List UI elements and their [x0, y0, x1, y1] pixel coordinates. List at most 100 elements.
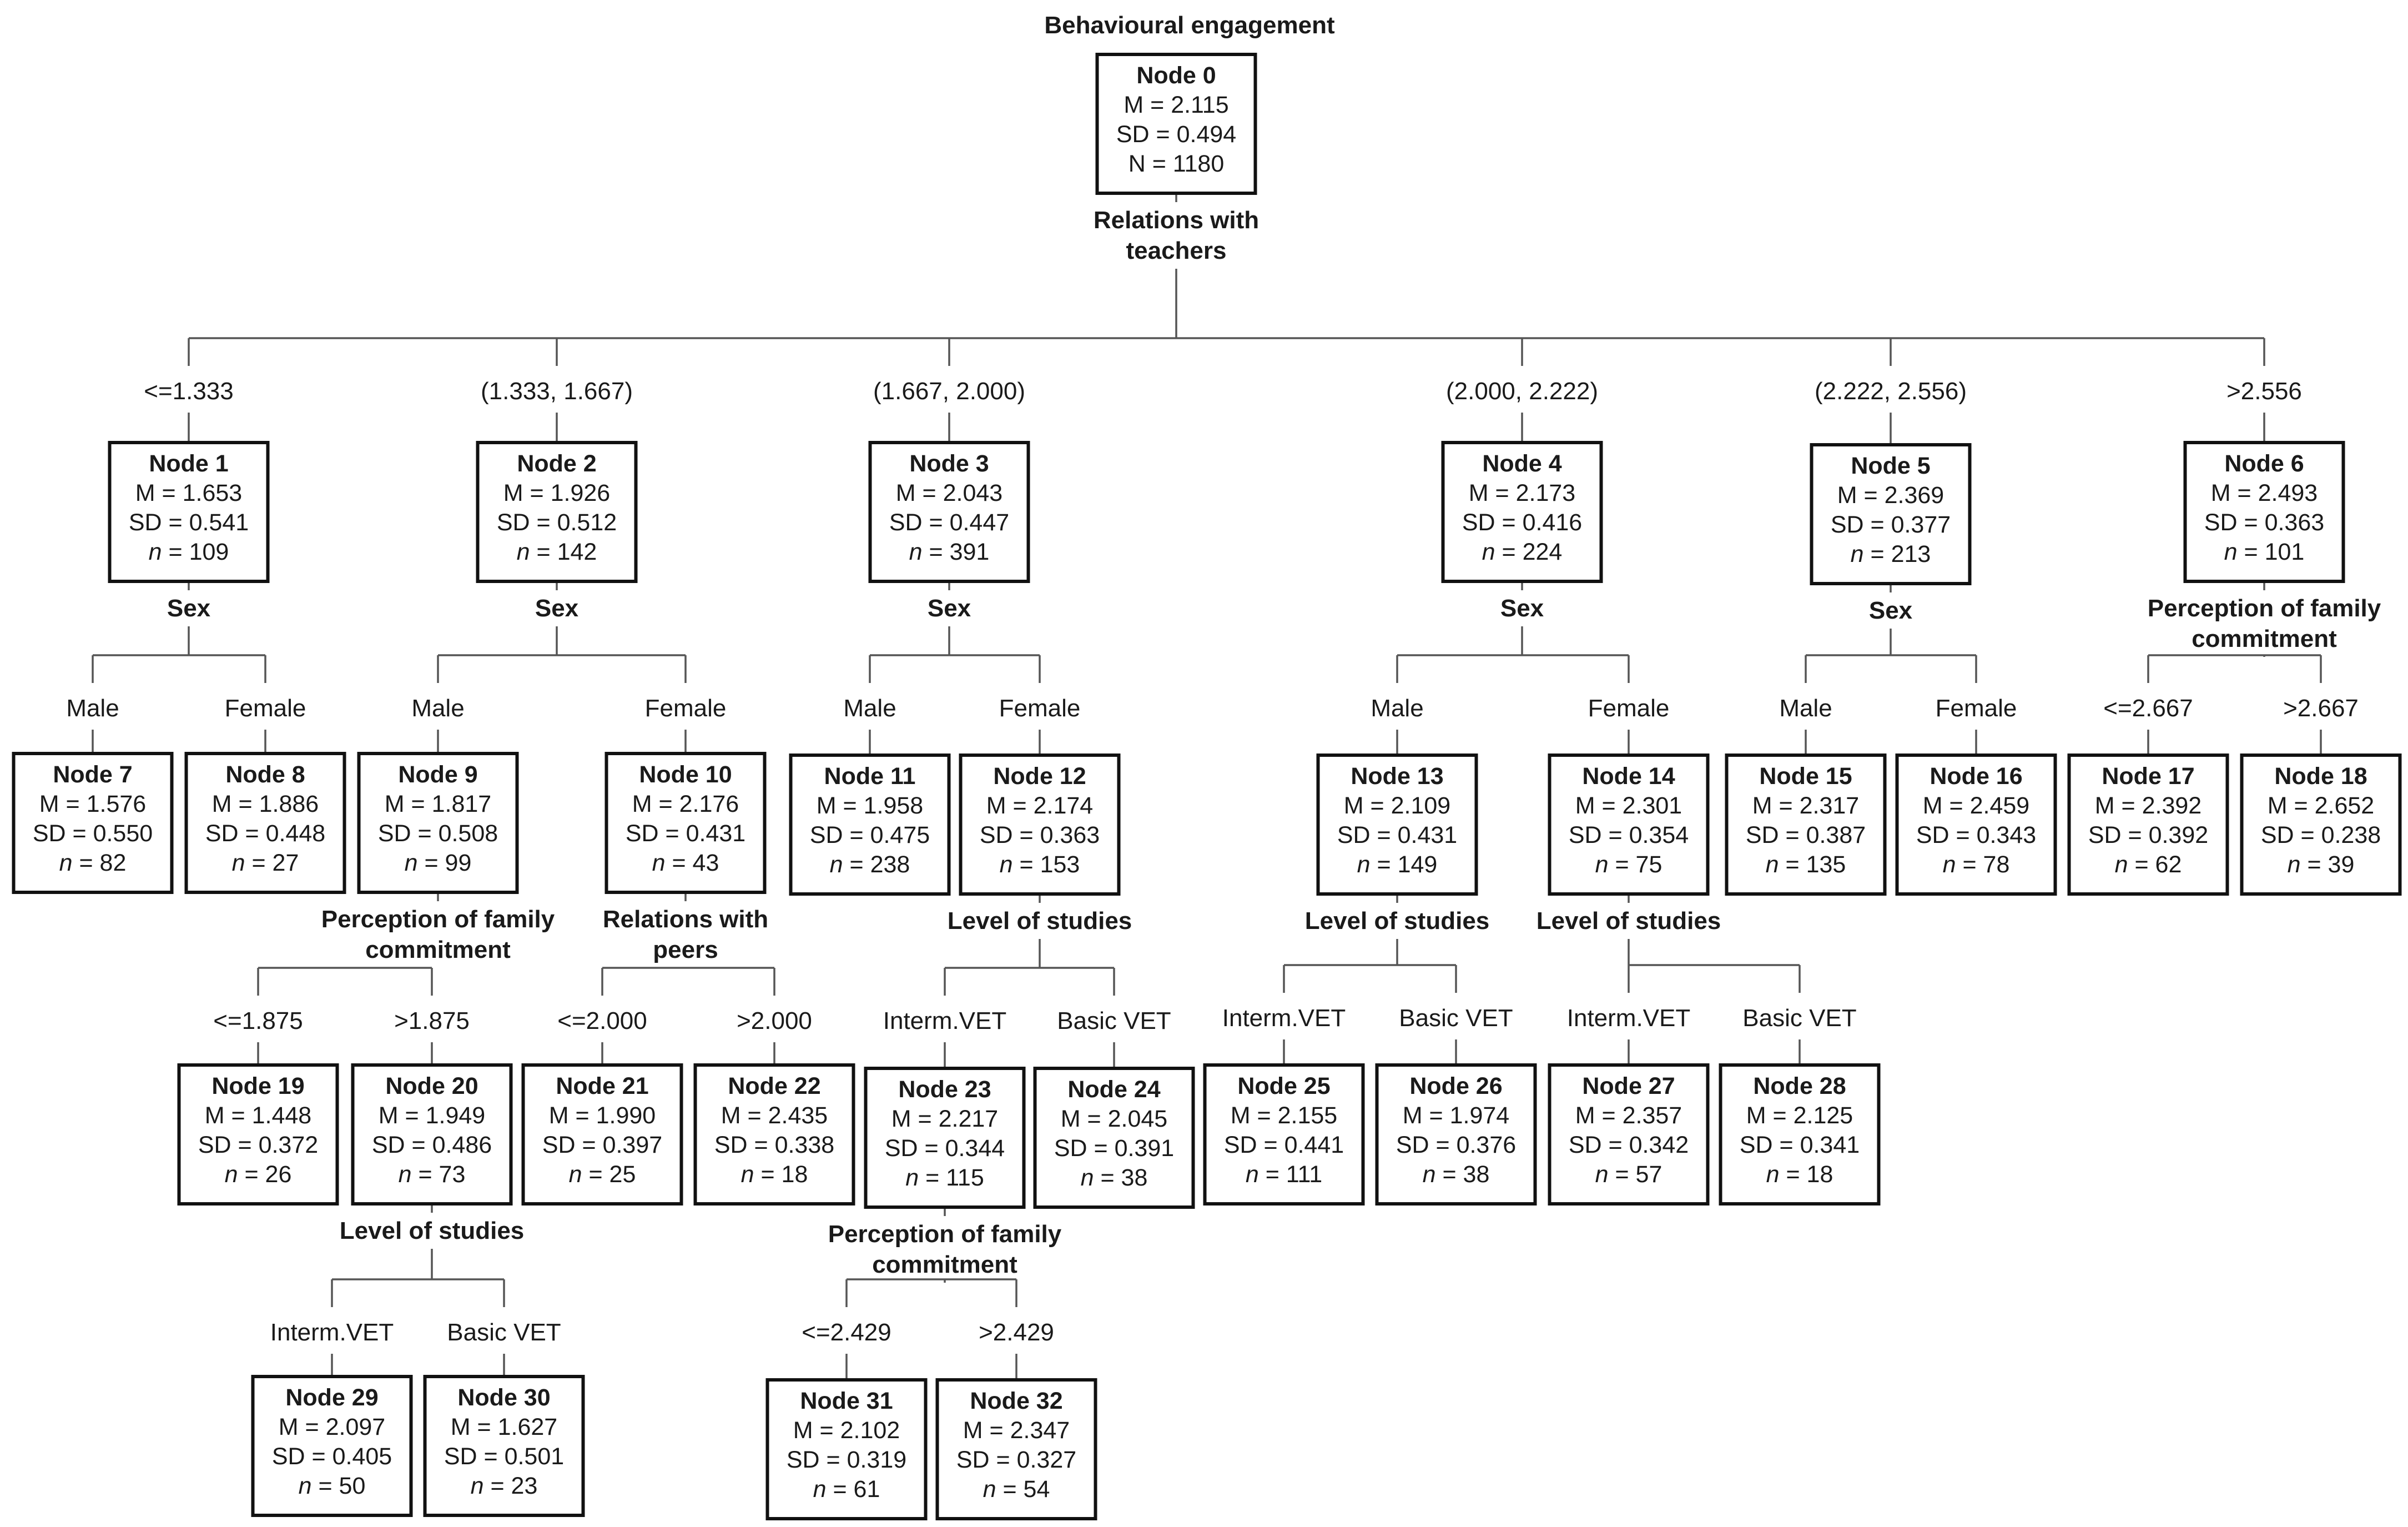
- node-mean: M = 1.990: [549, 1102, 656, 1129]
- tree-connectors: [92, 193, 2322, 1380]
- node-label: Node 21: [556, 1073, 648, 1099]
- node-label: Node 32: [970, 1388, 1062, 1414]
- node-box: [789, 754, 951, 896]
- node-size: n = 78: [1943, 851, 2010, 878]
- node-label: Node 3: [909, 450, 989, 477]
- node-mean: M = 2.369: [1837, 482, 1944, 509]
- node-size-symbol: n: [652, 850, 666, 876]
- split-variable-label: Sex: [1500, 595, 1544, 622]
- node-sd: SD = 0.392: [2088, 822, 2208, 848]
- branch-label-1-333-1-667: (1.333, 1.667): [481, 378, 633, 405]
- node-size-symbol: n: [405, 850, 418, 876]
- node-box: [693, 1063, 855, 1205]
- node-box: [476, 441, 638, 583]
- branch-label-female: Female: [225, 695, 306, 722]
- node-size: n = 142: [517, 539, 597, 565]
- split-6: Perception of familycommitment<=2.667>2.…: [2103, 595, 2381, 722]
- node-size-value: = 115: [919, 1164, 984, 1191]
- node-box: [351, 1063, 513, 1205]
- node-mean: M = 2.317: [1752, 792, 1859, 819]
- node-sd: SD = 0.501: [444, 1443, 564, 1470]
- node-size-symbol: n: [1595, 851, 1609, 878]
- node-size-value: = 101: [2238, 539, 2305, 565]
- node-sd: SD = 0.550: [33, 820, 153, 847]
- node-box: [423, 1375, 585, 1517]
- node-size-value: = 39: [2301, 851, 2355, 878]
- node-mean: M = 2.392: [2095, 792, 2202, 819]
- node-size-symbol: n: [909, 539, 923, 565]
- node-size: n = 238: [830, 851, 910, 878]
- node-size-value: = 224: [1495, 539, 1563, 565]
- node-size-symbol: N: [1129, 150, 1146, 177]
- node-size-value: = 27: [245, 850, 299, 876]
- node-mean: M = 2.102: [793, 1417, 900, 1444]
- node-sd: SD = 0.512: [497, 509, 617, 536]
- node-label: Node 29: [285, 1384, 378, 1411]
- node-size-value: = 50: [312, 1473, 366, 1499]
- node-size-value: = 18: [754, 1161, 808, 1188]
- node-label: Node 28: [1753, 1073, 1846, 1099]
- node-sd: SD = 0.238: [2261, 822, 2381, 848]
- node-mean: M = 1.576: [39, 791, 146, 817]
- node-size: n = 153: [1000, 851, 1080, 878]
- node-sd: SD = 0.327: [956, 1446, 1076, 1473]
- node-mean: M = 2.155: [1231, 1102, 1337, 1129]
- node-size-value: = 62: [2128, 851, 2182, 878]
- branch-label-2-000-2-222: (2.000, 2.222): [1446, 378, 1598, 405]
- node-label: Node 16: [1930, 763, 2022, 790]
- node-sd: SD = 0.508: [378, 820, 498, 847]
- node-box: [1719, 1063, 1881, 1205]
- node-label: Node 30: [457, 1384, 550, 1411]
- node-size-symbol: n: [813, 1476, 827, 1503]
- branch-label-1-875: <=1.875: [213, 1007, 303, 1034]
- node-size-value: = 213: [1864, 541, 1931, 567]
- node-size-symbol: n: [59, 850, 73, 876]
- branch-label-basic-vet: Basic VET: [447, 1319, 561, 1346]
- node-size-value: = 238: [843, 851, 910, 878]
- split-variable-label: Relations with: [603, 906, 768, 933]
- branch-label-2-429: >2.429: [979, 1319, 1054, 1346]
- node-size-symbol: n: [1766, 851, 1779, 878]
- split-variable-label: teachers: [1126, 237, 1226, 264]
- node-box: [2240, 754, 2402, 896]
- node-mean: M = 1.974: [1403, 1102, 1509, 1129]
- node-box: [604, 752, 767, 894]
- node-mean: M = 2.435: [721, 1102, 828, 1129]
- branch-label-2-667: <=2.667: [2103, 695, 2193, 722]
- node-label: Node 22: [728, 1073, 820, 1099]
- node-size: n = 39: [2288, 851, 2355, 878]
- split-variable-label: Level of studies: [948, 907, 1132, 935]
- node-label: Node 27: [1582, 1073, 1675, 1099]
- node-size: n = 62: [2115, 851, 2182, 878]
- node-size: n = 109: [149, 539, 229, 565]
- node-label: Node 24: [1067, 1076, 1160, 1103]
- node-size-value: = 61: [827, 1476, 880, 1503]
- node-label: Node 25: [1237, 1073, 1330, 1099]
- node-size-symbol: n: [830, 851, 843, 878]
- node-size-symbol: n: [741, 1161, 754, 1188]
- branch-label-2-667: >2.667: [2283, 695, 2359, 722]
- node-sd: SD = 0.354: [1569, 822, 1689, 848]
- node-size: n = 391: [909, 539, 990, 565]
- node-mean: M = 2.097: [279, 1414, 385, 1440]
- node-mean: M = 2.174: [986, 792, 1093, 819]
- node-size-value: = 25: [582, 1161, 636, 1188]
- node-sd: SD = 0.391: [1054, 1135, 1174, 1162]
- node-sd: SD = 0.344: [885, 1135, 1005, 1162]
- node-size: n = 50: [299, 1473, 366, 1499]
- node-mean: M = 1.817: [385, 791, 491, 817]
